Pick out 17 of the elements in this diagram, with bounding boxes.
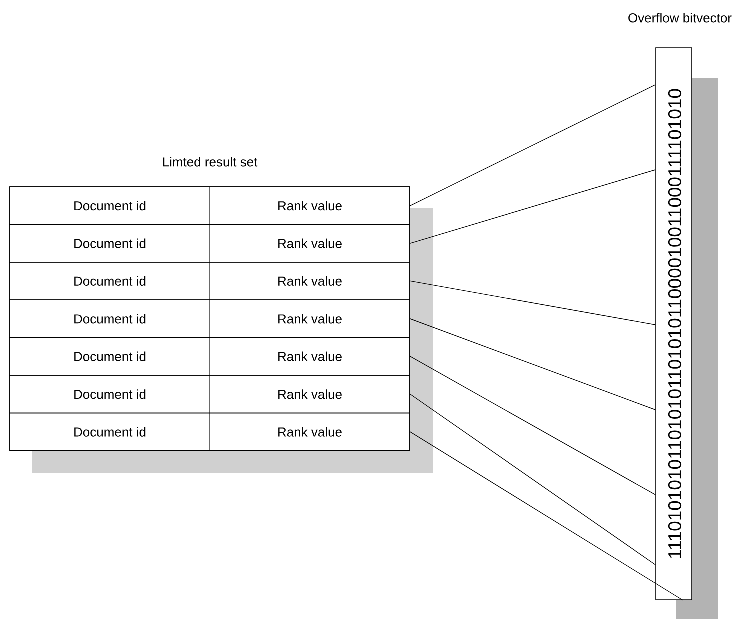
table-row: Document id Rank value [10,224,410,263]
table-title: Limted result set [163,157,258,167]
table-row: Document id Rank value [10,186,410,226]
connector-line [410,356,656,496]
bitvector: 11101010101101010110101011000010011000111101010 [656,48,692,600]
connector-line [410,394,656,566]
connector-line [410,170,656,244]
connector-line [410,432,684,601]
table-row: Document id Rank value [10,375,410,414]
table-row: Document id Rank value [10,262,410,300]
table-row: Document id Rank value [10,337,410,376]
connector-line [410,318,656,410]
connector-line [410,84,656,206]
table-row: Document id Rank value [10,300,410,338]
table-row: Document id Rank value [10,412,410,452]
connector-line [410,280,656,326]
bitvector-title: Overflow bitvector [628,13,732,23]
